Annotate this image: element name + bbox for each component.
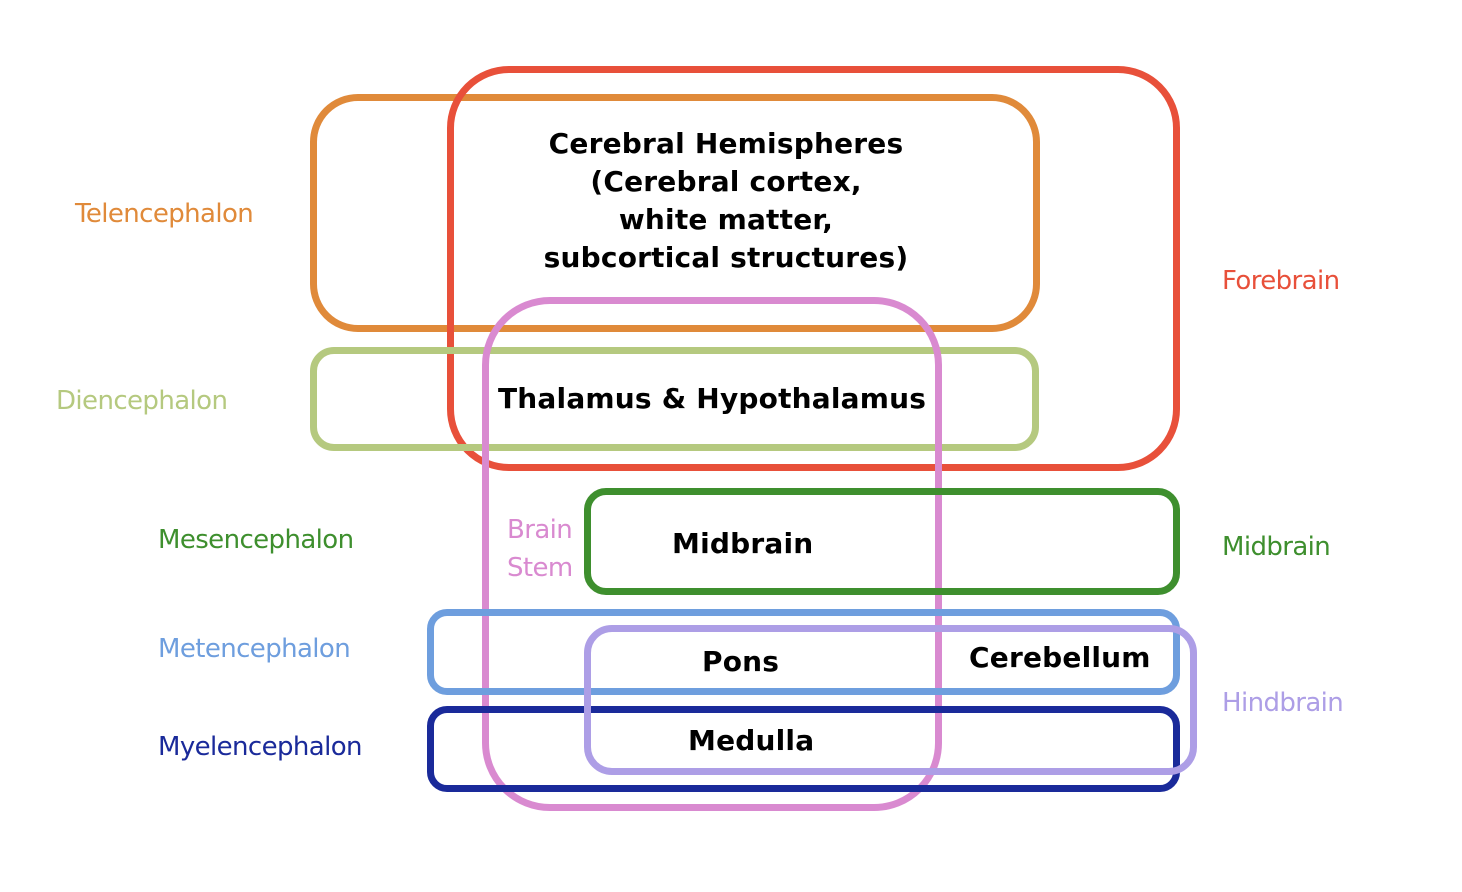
forebrain-box (447, 66, 1180, 471)
metencephalon-label: Metencephalon (158, 634, 351, 664)
mesencephalon-box (584, 488, 1180, 595)
telencephalon-label: Telencephalon (75, 199, 254, 229)
telencephalon-box (310, 94, 1040, 332)
cerebral-hemispheres-text: Cerebral Hemispheres (Cerebral cortex, w… (526, 125, 926, 277)
diencephalon-box (310, 347, 1039, 451)
cerebral-hemispheres-line2: (Cerebral cortex, (590, 165, 862, 198)
brain-stem-label-line2: Stem (507, 553, 573, 583)
myelencephalon-label: Myelencephalon (158, 732, 363, 762)
hindbrain-box (584, 625, 1197, 775)
cerebral-hemispheres-line1: Cerebral Hemispheres (548, 127, 904, 160)
forebrain-label: Forebrain (1222, 266, 1340, 296)
midbrain-label: Midbrain (1222, 532, 1331, 562)
hindbrain-label: Hindbrain (1222, 688, 1344, 718)
brain-stem-label-line1: Brain (507, 515, 573, 545)
brain-stem-label: Brain Stem (507, 511, 573, 587)
mesencephalon-label: Mesencephalon (158, 525, 354, 555)
cerebral-hemispheres-line4: subcortical structures) (543, 241, 909, 274)
medulla-text: Medulla (688, 724, 815, 757)
cerebral-hemispheres-line3: white matter, (618, 203, 834, 236)
midbrain-region-text: Midbrain (672, 527, 814, 560)
thalamus-hypothalamus-text: Thalamus & Hypothalamus (498, 382, 927, 415)
pons-text: Pons (702, 645, 780, 678)
cerebellum-text: Cerebellum (969, 641, 1151, 674)
diencephalon-label: Diencephalon (56, 386, 228, 416)
brain-stem-box (482, 297, 942, 811)
